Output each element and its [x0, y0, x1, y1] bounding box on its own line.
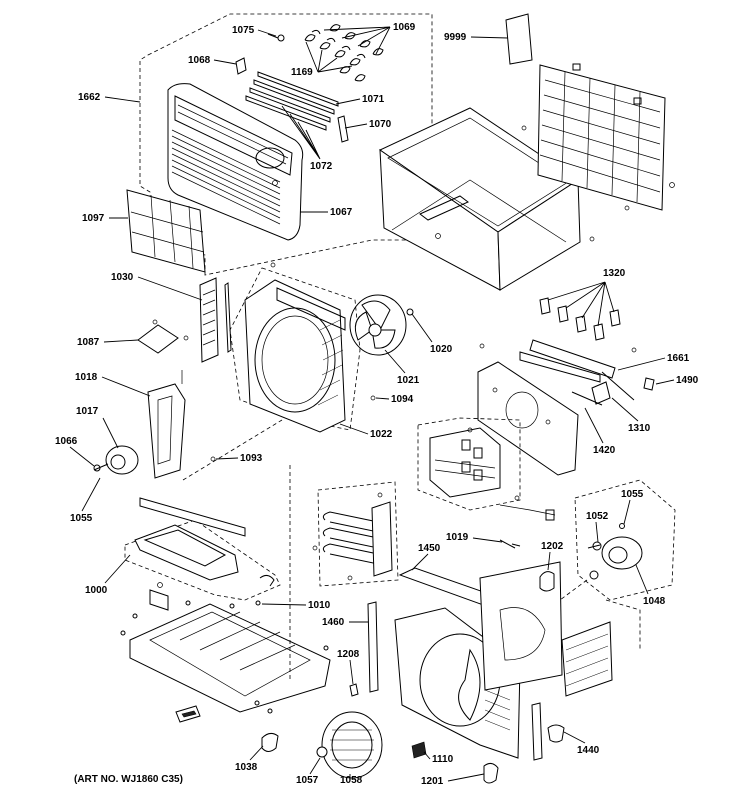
callout-label: 1055: [70, 513, 93, 524]
callout-1460: 1460: [322, 617, 368, 628]
callout-1440: 1440: [563, 731, 600, 756]
callout-label: 1208: [337, 649, 360, 660]
callout-1662: 1662: [78, 92, 141, 103]
callout-label: 1055: [621, 489, 644, 500]
heater-assembly: [312, 481, 399, 587]
alignment-lines: [182, 419, 641, 680]
callout-label: 1490: [676, 375, 699, 386]
fan-shroud-assembly: [93, 262, 414, 479]
callout-1055-right: 1055: [621, 489, 644, 525]
callouts: 1075 1069 1068 1169 1662 1071 1070 1072 …: [55, 22, 699, 787]
cabinet-case: [379, 13, 675, 291]
drain-base-assembly: [120, 497, 331, 752]
callout-1018: 1018: [75, 372, 151, 397]
callout-1075: 1075: [232, 25, 277, 37]
callout-label: 1094: [391, 394, 414, 405]
callout-label: 1019: [446, 532, 469, 543]
callout-label: 1048: [643, 596, 666, 607]
callout-label: 1021: [397, 375, 420, 386]
callout-label: 1097: [82, 213, 105, 224]
callout-1067: 1067: [300, 207, 353, 218]
callout-label: 1420: [593, 445, 616, 456]
callout-label: 1075: [232, 25, 255, 36]
callout-label: 1066: [55, 436, 78, 447]
callout-1071: 1071: [335, 94, 385, 105]
callout-label: 1052: [586, 511, 609, 522]
callout-9999: 9999: [444, 32, 509, 43]
callout-1066: 1066: [55, 436, 95, 467]
callout-label: 1018: [75, 372, 98, 383]
callout-label: 1022: [370, 429, 393, 440]
callout-1048: 1048: [635, 564, 666, 607]
callout-label: 1071: [362, 94, 385, 105]
callout-label: 1030: [111, 272, 134, 283]
callout-1030: 1030: [111, 272, 203, 301]
callout-1201: 1201: [421, 773, 485, 787]
callout-label: 1038: [235, 762, 258, 773]
callout-1000: 1000: [85, 554, 131, 596]
art-number-caption: (ART NO. WJ1860 C35): [74, 774, 183, 785]
callout-1320: 1320: [547, 268, 626, 327]
callout-1087: 1087: [77, 337, 139, 348]
callout-label: 9999: [444, 32, 467, 43]
callout-1022: 1022: [339, 423, 393, 440]
callout-label: 1310: [628, 423, 651, 434]
callout-1020: 1020: [411, 313, 453, 355]
evaporator-assembly: [417, 297, 655, 521]
callout-label: 1058: [340, 775, 363, 786]
callout-label: 1070: [369, 119, 392, 130]
callout-label: 1450: [418, 543, 441, 554]
callout-1058: 1058: [340, 774, 363, 786]
callout-label: 1110: [432, 754, 454, 765]
callout-label: 1017: [76, 406, 99, 417]
callout-1010: 1010: [261, 600, 331, 611]
front-grille-assembly: [126, 13, 433, 276]
callout-1069: 1069: [323, 22, 416, 55]
callout-label: 1010: [308, 600, 331, 611]
callout-label: 1202: [541, 541, 564, 552]
callout-1068: 1068: [188, 55, 237, 66]
callout-label: 1169: [291, 67, 313, 78]
callout-1055-left: 1055: [70, 477, 101, 524]
callout-1110: 1110: [423, 751, 454, 765]
callout-1019: 1019: [446, 532, 503, 543]
callout-1097: 1097: [82, 213, 128, 224]
callout-label: 1093: [240, 453, 263, 464]
callout-1057: 1057: [296, 757, 321, 786]
callout-label: 1067: [330, 207, 353, 218]
callout-1017: 1017: [76, 406, 119, 449]
callout-1661: 1661: [617, 353, 690, 371]
callout-label: 1000: [85, 585, 108, 596]
callout-1070: 1070: [344, 119, 392, 130]
callout-1094: 1094: [375, 394, 414, 405]
callout-label: 1020: [430, 344, 453, 355]
callout-1310: 1310: [611, 397, 651, 434]
callout-label: 1087: [77, 337, 100, 348]
callout-label: 1661: [667, 353, 690, 364]
callout-1072: 1072: [281, 105, 333, 172]
callout-label: 1440: [577, 745, 600, 756]
callout-1450: 1450: [411, 543, 441, 571]
callout-1038: 1038: [235, 745, 264, 773]
callout-label: 1320: [603, 268, 626, 279]
callout-1093: 1093: [215, 453, 263, 464]
callout-label: 1069: [393, 22, 416, 33]
callout-label: 1068: [188, 55, 211, 66]
callout-label: 1460: [322, 617, 345, 628]
callout-label: 1057: [296, 775, 319, 786]
callout-1021: 1021: [384, 349, 420, 386]
callout-1052: 1052: [586, 511, 609, 543]
callout-1202: 1202: [541, 541, 564, 571]
callout-label: 1072: [310, 161, 333, 172]
callout-1490: 1490: [655, 375, 699, 386]
callout-1208: 1208: [337, 649, 360, 685]
callout-label: 1662: [78, 92, 101, 103]
callout-label: 1201: [421, 776, 444, 787]
blower-housing-assembly: [316, 479, 676, 784]
callout-1420: 1420: [584, 407, 616, 456]
callout-1169: 1169: [291, 41, 353, 78]
